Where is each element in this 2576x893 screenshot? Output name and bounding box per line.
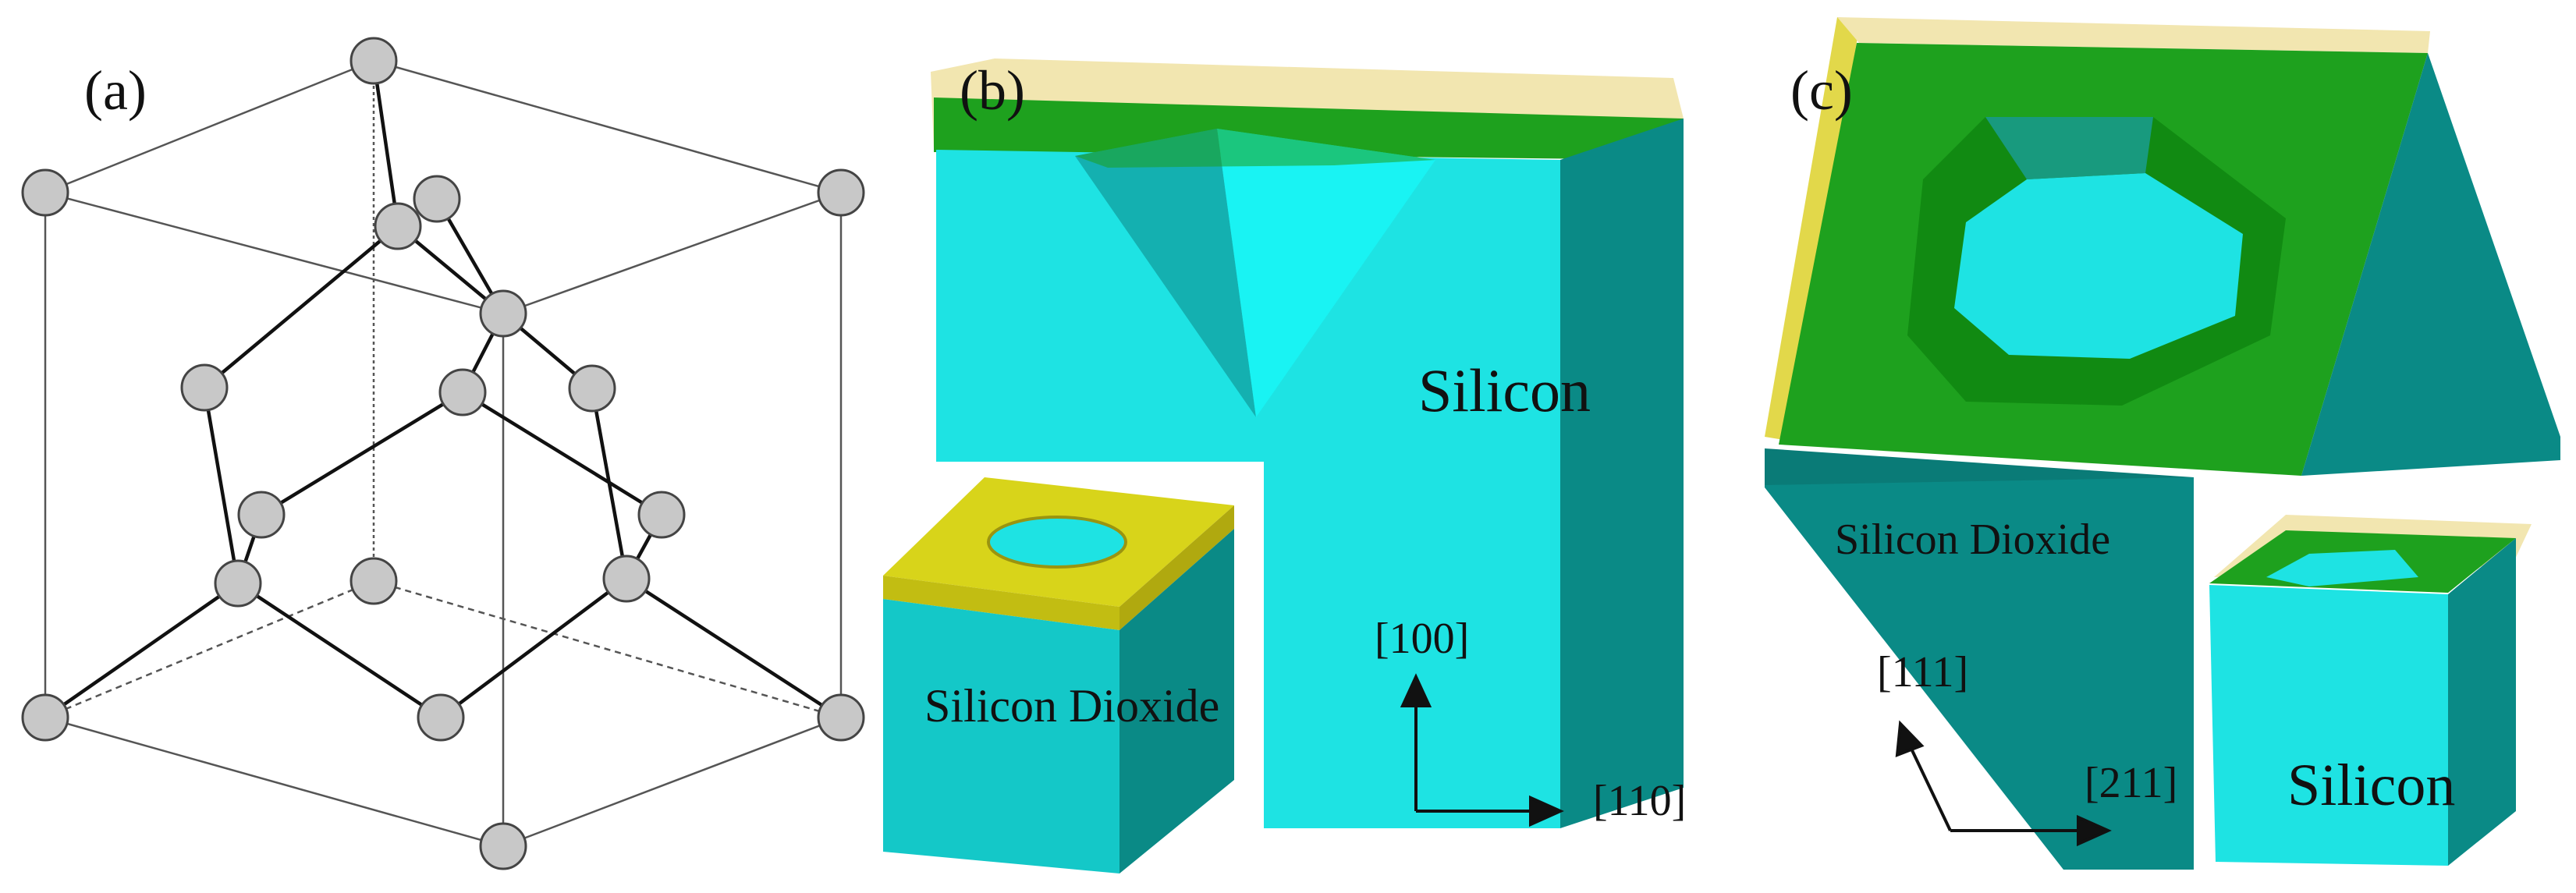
silicon-cube-bump	[2266, 550, 2418, 586]
panel-b-axis-right: [110]	[1593, 777, 1686, 825]
silicon-right-slope	[2301, 53, 2560, 476]
atom	[21, 693, 69, 742]
oxide-band	[934, 97, 1684, 160]
panel-c-axis-up: [111]	[1877, 648, 1968, 696]
silicon-cube-front	[2209, 585, 2448, 866]
atom	[602, 555, 651, 603]
oxide-side-strip	[1765, 17, 1861, 441]
atom	[417, 693, 465, 742]
atom	[374, 202, 422, 250]
panel-c-oxide-label: Silicon Dioxide	[1835, 516, 2110, 564]
panel-b-axis-up: [100]	[1375, 615, 1469, 663]
panel-b-model	[883, 58, 1684, 874]
oxide-top-strip	[1837, 17, 2430, 53]
oxide-cube-top-front	[883, 576, 1119, 630]
axis-arrows-c	[1895, 720, 2112, 847]
atom	[21, 168, 69, 217]
silicon-cube-right	[2448, 538, 2516, 866]
silicon-dioxide-top-edge	[1765, 448, 2194, 485]
panel-b-oxide-label: Silicon Dioxide	[924, 680, 1219, 732]
panel-a-label: (a)	[84, 59, 147, 122]
atom	[180, 363, 229, 412]
atom	[413, 175, 461, 223]
panel-a-crystal	[21, 37, 865, 870]
axis-arrows-b	[1400, 673, 1564, 827]
atom	[479, 822, 527, 870]
oxide-cube-right	[1119, 529, 1234, 874]
panel-c-silicon-label: Silicon	[2287, 753, 2455, 818]
pit-facet	[1985, 117, 2153, 179]
pyramid-pit-right	[1217, 129, 1435, 417]
oxide-cube-top-right	[1119, 505, 1234, 630]
silicon-front-face	[936, 150, 1560, 828]
panel-c-label: (c)	[1790, 59, 1853, 122]
atom	[479, 289, 527, 338]
pyramid-pit-left	[1075, 129, 1256, 417]
oxide-cube-front	[883, 599, 1119, 874]
atom	[438, 368, 487, 416]
atom	[214, 559, 262, 608]
silicon-dioxide-front	[1765, 477, 2194, 870]
oxide-cube-hole	[987, 516, 1127, 569]
atom	[817, 168, 865, 217]
cube-edges	[44, 59, 843, 848]
atom	[349, 557, 398, 605]
panel-c-model	[1765, 17, 2560, 870]
pyramid-pit-rim	[1075, 129, 1435, 168]
atom	[637, 491, 686, 539]
silicon-right-face	[1560, 119, 1684, 828]
panel-b-label: (b)	[960, 59, 1025, 122]
panel-c-axis-right: [211]	[2085, 759, 2177, 807]
atom	[237, 491, 286, 539]
atom	[568, 364, 616, 413]
atom	[817, 693, 865, 742]
pit-octagon	[1954, 173, 2243, 359]
atoms	[21, 37, 865, 870]
atom	[349, 37, 398, 85]
panel-b-silicon-label: Silicon	[1418, 356, 1591, 424]
